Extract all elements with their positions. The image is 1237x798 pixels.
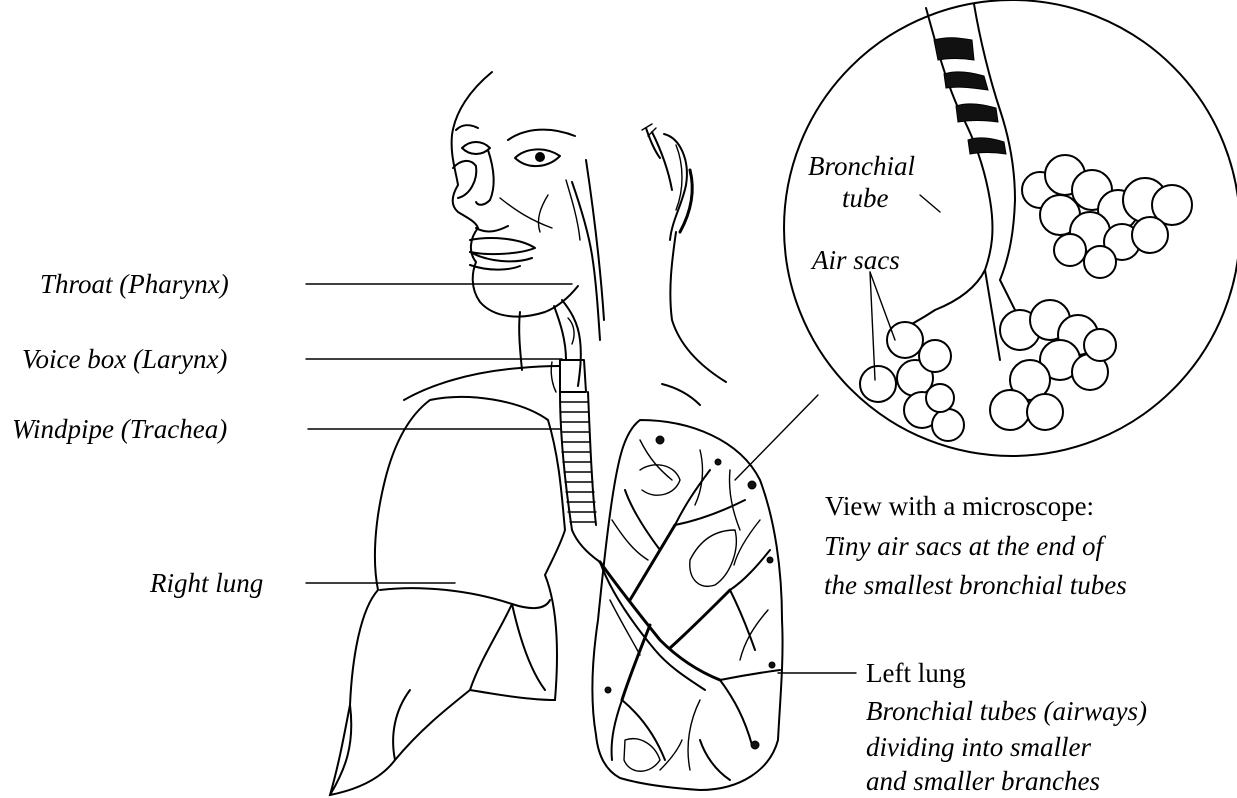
bronchial-tube-label-line2: tube (842, 182, 889, 214)
bronchial-tube-label-line1: Bronchial (808, 150, 915, 182)
air-sacs-pointer-2 (870, 272, 875, 380)
bronchial-tube-pointer (920, 195, 940, 212)
right-lung (330, 397, 565, 795)
right-lung-label: Right lung (150, 567, 263, 599)
larynx (551, 300, 586, 392)
air-sacs-lower-left-cluster (860, 322, 964, 441)
left-lung-caption-line2: dividing into smaller (866, 731, 1091, 763)
left-lung-label: Left lung (866, 657, 966, 689)
head-outline (452, 72, 604, 340)
air-sacs-label: Air sacs (812, 244, 900, 276)
air-sacs-upper-cluster (1022, 155, 1192, 278)
microscope-connector-line (735, 395, 818, 480)
microscope-caption-line2: the smallest bronchial tubes (824, 569, 1127, 601)
microscope-caption-title: View with a microscope: (825, 490, 1094, 522)
ear-and-neck (642, 124, 726, 382)
air-sacs-lower-right-cluster (990, 300, 1116, 430)
microscope-view (784, 0, 1237, 456)
windpipe-label: Windpipe (Trachea) (12, 413, 227, 445)
microscope-caption-line1: Tiny air sacs at the end of (824, 530, 1103, 562)
throat-label: Throat (Pharynx) (40, 268, 229, 300)
left-lung (592, 420, 782, 790)
voice-box-label: Voice box (Larynx) (22, 343, 227, 375)
left-lung-caption-line3: and smaller branches (866, 765, 1100, 797)
left-lung-caption-line1: Bronchial tubes (airways) (866, 695, 1147, 727)
air-sacs-pointer-1 (870, 272, 895, 340)
trachea (560, 392, 600, 562)
